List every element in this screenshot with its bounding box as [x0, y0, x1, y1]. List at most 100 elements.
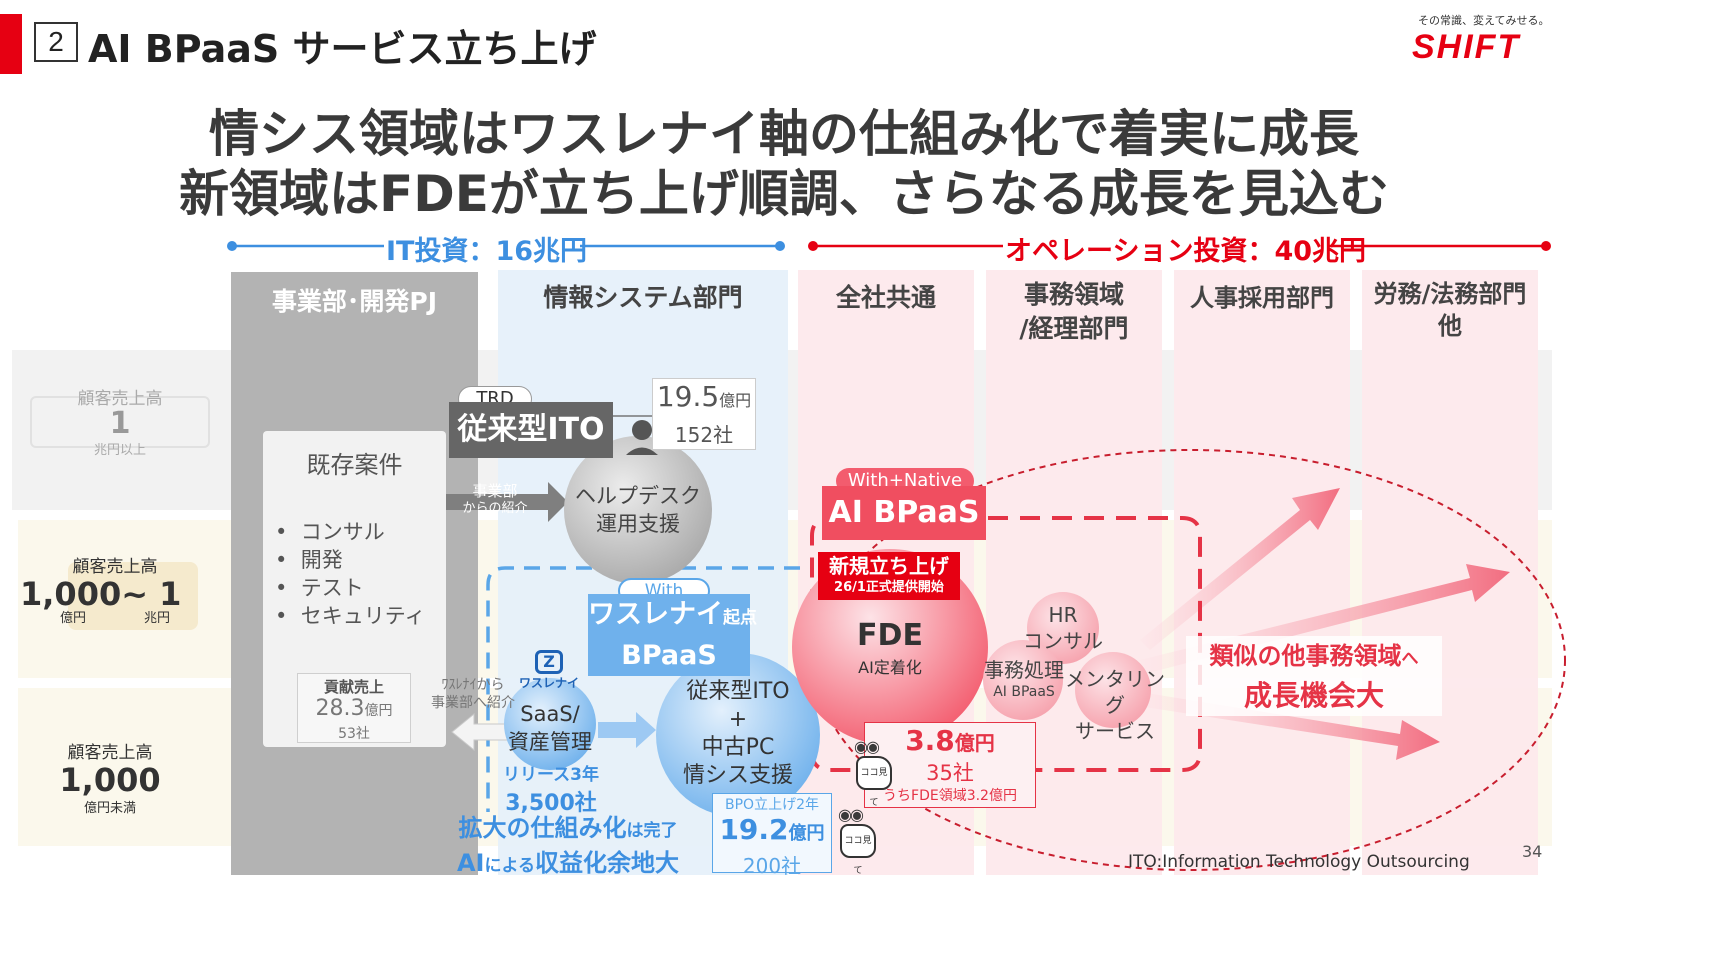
mentoring-circle	[1075, 652, 1151, 728]
existing-title: 既存案件	[306, 451, 403, 479]
column-header-company: 全社共通	[835, 283, 936, 312]
bpo-value-line: 19.2億円	[713, 814, 831, 850]
column-header-office-line2: /経理部門	[1019, 314, 1129, 343]
bpo-value: 19.2	[719, 813, 789, 846]
growth-line1-a: 類似の他事務領域	[1209, 642, 1402, 670]
bpo-unit: 億円	[788, 823, 825, 844]
mentoring-line2: サービス	[1075, 719, 1155, 743]
row-2-value-a: 1,000	[20, 575, 122, 613]
office-bpaas-label: 事務処理 AI BPaaS	[972, 658, 1076, 702]
treasure-chest-icon	[30, 396, 210, 448]
referral-back-line2: 事業部へ紹介	[431, 695, 515, 711]
header-accent-bar	[0, 14, 22, 74]
row-3-value: 1,000	[59, 761, 161, 799]
aibpaas-count: 35社	[926, 761, 974, 785]
bpaas-line3: 中古PC	[701, 735, 775, 760]
ito-title: 従来型ITO	[449, 402, 613, 458]
row-2-title: 顧客売上高	[72, 557, 158, 577]
wasurenai-summary: 拡大の仕組み化は完了 AIによる収益化余地大	[436, 812, 700, 882]
contribution-value: 28.3	[315, 696, 365, 721]
helpdesk-line2: 運用支援	[596, 512, 680, 536]
summary-line1-b: は完了	[626, 821, 678, 841]
mentoring-line1: メンタリング	[1065, 667, 1165, 717]
bpaas-circle	[656, 653, 820, 817]
mascot-hand-icon: ココ見て	[856, 756, 892, 808]
bpaas-line4: 情シス支援	[682, 763, 793, 788]
section-number-box: 2	[34, 22, 78, 62]
row-2-values: 1,000~ 1	[20, 577, 220, 611]
contribution-title: 貢献売上	[323, 678, 384, 696]
hr-consult-line2: コンサル	[1023, 629, 1103, 653]
referral-back-line1: ﾜｽﾚﾅｲから	[441, 677, 505, 693]
it-investment-line	[227, 241, 785, 251]
fde-subtitle: AI定着化	[858, 658, 922, 677]
fde-circle-label: FDE AI定着化	[820, 618, 960, 678]
column-header-office-line1: 事務領域	[1023, 280, 1124, 309]
existing-item: • 開発	[275, 548, 343, 572]
referral-back-label: ﾜｽﾚﾅｲから 事業部へ紹介	[418, 676, 528, 712]
row-label-1: 顧客売上高 1 兆円以上	[30, 384, 210, 458]
office-bpaas-line2: AI BPaaS	[993, 684, 1055, 700]
row-label-2: 顧客売上高 1,000~ 1 億円 兆円	[20, 552, 220, 630]
aibpaas-note: うちFDE領域3.2億円	[883, 788, 1017, 804]
summary-line2-b: による	[484, 856, 536, 876]
ito-count: 152社	[674, 423, 734, 447]
look-here-mascot-red: ◉◉ ココ見て	[850, 738, 898, 808]
column-header-legal: 労務/法務部門 他	[1358, 278, 1542, 342]
row-1-value: 1	[109, 406, 131, 441]
growth-line1-b: へ	[1401, 649, 1419, 669]
logo-tagline: その常識、変えてみせる。	[1418, 14, 1550, 27]
saas-circle	[504, 678, 596, 770]
row-label-3: 顧客売上高 1,000 億円未満	[20, 738, 200, 816]
summary-line2-a: AI	[456, 849, 485, 877]
referral-arrow-to-business	[451, 712, 511, 752]
mentoring-label: メンタリング サービス	[1060, 666, 1170, 744]
bpo-stats-box: BPO立上げ2年 19.2億円 200社	[712, 793, 832, 878]
aibpaas-value-line: 3.8億円	[865, 723, 1035, 761]
ito-unit: 億円	[719, 391, 752, 410]
existing-item-label: 開発	[300, 548, 343, 572]
fde-title: FDE	[857, 618, 923, 653]
hr-consult-circle	[1027, 592, 1099, 664]
helpdesk-circle-label: ヘルプデスク 運用支援	[566, 482, 710, 538]
saas-line2: 資産管理	[508, 730, 592, 754]
bpo-tag: BPO立上げ2年	[725, 797, 819, 813]
ito-value: 19.5	[656, 380, 720, 413]
referral-arrow-to-ito	[446, 482, 568, 522]
existing-item: • コンサル	[275, 520, 385, 544]
column-header-hr: 人事採用部門	[1190, 284, 1334, 312]
release-stats: リリース3年 3,500社	[496, 760, 606, 817]
launch-title: 新規立ち上げ	[829, 554, 949, 578]
hr-consult-line1: HR	[1048, 603, 1078, 627]
wasurenai-title-box: ワスレナイ起点 BPaaS	[588, 594, 757, 676]
summary-line2: AIによる収益化余地大	[436, 847, 700, 882]
it-investment-label: IT投資：16兆円	[386, 236, 588, 267]
column-header-infosys: 情報システム部門	[543, 283, 743, 312]
summary-line2-c: 収益化余地大	[535, 849, 679, 877]
summary-line1-a: 拡大の仕組み化	[458, 814, 627, 842]
bpaas-line1: 従来型ITO	[686, 679, 790, 704]
wasurenai-title-main: ワスレナイ	[588, 599, 723, 630]
aibpaas-value: 3.8	[905, 724, 955, 757]
wasurenai-logo-label: ワスレナイ	[518, 676, 579, 690]
mascot-label: ココ見て	[860, 768, 888, 808]
ops-investment-label: オペレーション投資：40兆円	[1005, 236, 1367, 267]
saas-line1: SaaS/	[520, 702, 580, 726]
look-here-mascot-blue: ◉◉ ココ見て	[834, 806, 882, 876]
row-2-value-b: 1	[159, 575, 182, 613]
wasurenai-title-line1: ワスレナイ起点	[588, 594, 757, 639]
existing-items: • コンサル • 開発 • テスト • セキュリティ	[275, 518, 446, 630]
existing-item-label: テスト	[300, 576, 364, 600]
page-number: 34	[1522, 842, 1543, 861]
row-1-title: 顧客売上高	[77, 389, 163, 409]
shift-logo: SHIFT	[1412, 28, 1521, 66]
row-3-unit: 億円未満	[83, 801, 136, 816]
saas-circle-label: SaaS/ 資産管理	[500, 700, 600, 756]
ops-investment-line	[808, 241, 1551, 251]
coin-icon	[68, 562, 198, 630]
aibpaas-title: AI BPaaS	[822, 486, 986, 540]
bpaas-circle-label: 従来型ITO + 中古PC 情シス支援	[666, 678, 810, 790]
wasurenai-logo-icon: Z	[535, 650, 563, 674]
growth-line2: 成長機会大	[1243, 679, 1384, 712]
